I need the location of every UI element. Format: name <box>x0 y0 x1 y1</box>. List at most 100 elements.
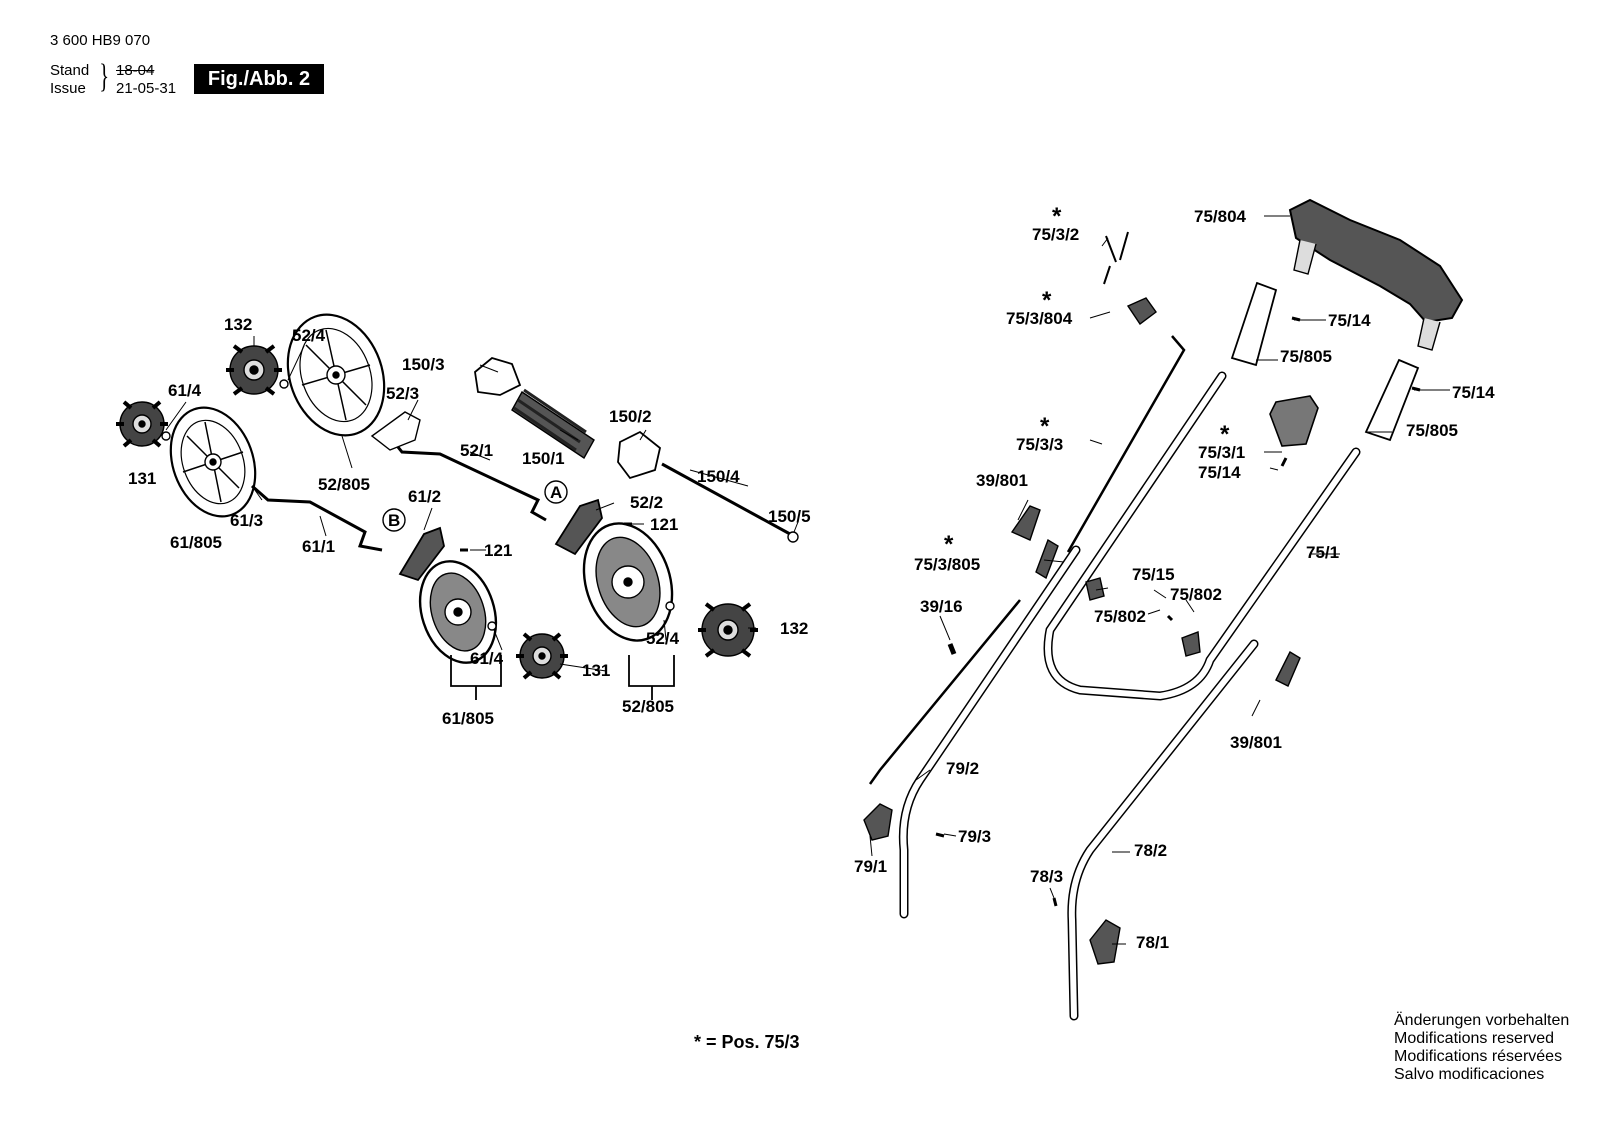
label-61-4-bottom: 61/4 <box>470 649 504 668</box>
star-75-3-2: * <box>1052 203 1062 230</box>
label-79-1: 79/1 <box>854 857 887 876</box>
axle-52-1 <box>384 431 547 522</box>
label-78-3: 78/3 <box>1030 867 1063 886</box>
label-61-3: 61/3 <box>230 511 263 530</box>
modification-note-fr: Modifications réservées <box>1394 1048 1563 1065</box>
label-75-3-1: 75/3/1 <box>1198 443 1245 462</box>
label-150-2: 150/2 <box>609 407 652 426</box>
label-52-1: 52/1 <box>460 441 493 460</box>
new-date: 21-05-31 <box>116 80 177 97</box>
label-61-4: 61/4 <box>168 381 202 400</box>
label-150-3: 150/3 <box>402 355 445 374</box>
label-79-3: 79/3 <box>958 827 991 846</box>
label-39-801-right: 39/801 <box>1230 733 1282 752</box>
figure-label: Fig./Abb. 2 <box>194 64 324 94</box>
label-75-802-right: 75/802 <box>1170 585 1222 604</box>
label-61-805: 61/805 <box>170 533 222 552</box>
cable-guide-75-3-804 <box>1126 297 1157 326</box>
cone-75-3-1 <box>1269 395 1319 447</box>
label-75-14-upper: 75/14 <box>1328 311 1371 330</box>
clip-78-1 <box>1089 919 1121 965</box>
label-39-16: 39/16 <box>920 597 963 616</box>
brace-symbol: } <box>99 58 110 95</box>
issue-label: Issue <box>50 80 86 97</box>
label-150-5: 150/5 <box>768 507 811 526</box>
modification-note-de: Änderungen vorbehalten <box>1394 1012 1570 1029</box>
label-52-4: 52/4 <box>292 326 326 345</box>
clamp-39-801-right <box>1275 651 1301 687</box>
wheel-52-805-top <box>286 313 386 437</box>
axle-61-1 <box>251 484 383 552</box>
label-52-4-bottom: 52/4 <box>646 629 680 648</box>
label-75-14-lower: 75/14 <box>1198 463 1241 482</box>
footnote: * = Pos. 75/3 <box>694 1032 800 1052</box>
stand-label: Stand <box>50 62 90 79</box>
label-52-2: 52/2 <box>630 493 663 512</box>
bracket-52-3 <box>370 411 421 451</box>
roller-bracket-150-3 <box>474 356 522 396</box>
old-date: 18-04 <box>116 62 155 79</box>
handle-75-804 <box>1288 198 1464 324</box>
connector-75-3-805 <box>1035 538 1059 580</box>
label-61-1: 61/1 <box>302 537 335 556</box>
label-150-1: 150/1 <box>522 449 565 468</box>
bracket-52-2 <box>554 498 603 556</box>
hubcap-132-top <box>226 344 282 396</box>
knob-75-802-right <box>1181 631 1201 657</box>
document-number: 3 600 HB9 070 <box>50 32 151 49</box>
wheel-52-805-bottom <box>582 522 674 642</box>
label-61-2: 61/2 <box>408 487 441 506</box>
shaft-150-4 <box>661 462 791 536</box>
label-75-804: 75/804 <box>1194 207 1247 226</box>
label-75-1: 75/1 <box>1306 543 1339 562</box>
label-75-802-left: 75/802 <box>1094 607 1146 626</box>
label-52-805: 52/805 <box>318 475 370 494</box>
label-75-14-right: 75/14 <box>1452 383 1495 402</box>
roller-bracket-150-2 <box>617 430 662 480</box>
callout-b: B <box>388 511 400 530</box>
label-79-2: 79/2 <box>946 759 979 778</box>
sleeve-75-805-lower <box>1364 358 1420 442</box>
label-132-bottom: 132 <box>780 619 808 638</box>
callout-a: A <box>550 483 562 502</box>
wheel-61-805-bottom <box>418 560 498 664</box>
hubcap-131-left <box>116 400 168 448</box>
clamp-39-801-left <box>1010 505 1041 541</box>
label-39-801-left: 39/801 <box>976 471 1028 490</box>
star-75-3-3: * <box>1040 413 1050 440</box>
bracket-61-2 <box>398 526 445 582</box>
hubcap-132-bottom <box>698 602 758 658</box>
label-75-3-804: 75/3/804 <box>1006 309 1073 328</box>
label-121-right: 121 <box>650 515 678 534</box>
label-121-left: 121 <box>484 541 512 560</box>
roller-150-1 <box>511 388 595 460</box>
modification-note-en: Modifications reserved <box>1394 1030 1555 1047</box>
clip-79-1 <box>863 803 893 841</box>
cable-75-3-3 <box>1066 335 1186 553</box>
modification-note-es: Salvo modificaciones <box>1394 1066 1545 1083</box>
label-52-805-bottom: 52/805 <box>622 697 674 716</box>
label-132: 132 <box>224 315 252 334</box>
hubcap-131-bottom <box>516 632 568 680</box>
label-61-805-bottom: 61/805 <box>442 709 494 728</box>
label-75-3-805: 75/3/805 <box>914 555 980 574</box>
label-78-2: 78/2 <box>1134 841 1167 860</box>
label-131-bottom: 131 <box>582 661 610 680</box>
label-75-3-2: 75/3/2 <box>1032 225 1079 244</box>
label-75-3-3: 75/3/3 <box>1016 435 1063 454</box>
wheel-61-805-left <box>169 406 257 518</box>
star-75-3-1: * <box>1220 421 1230 448</box>
knob-75-802-left <box>1085 577 1105 601</box>
label-75-15: 75/15 <box>1132 565 1175 584</box>
label-78-1: 78/1 <box>1136 933 1169 952</box>
label-150-4: 150/4 <box>697 467 740 486</box>
lever-75-3-2 <box>1103 231 1129 285</box>
label-131: 131 <box>128 469 156 488</box>
label-52-3: 52/3 <box>386 384 419 403</box>
label-75-805-upper: 75/805 <box>1280 347 1332 366</box>
sleeve-75-805-upper <box>1230 281 1278 367</box>
star-75-3-804: * <box>1042 287 1052 314</box>
label-75-805-lower: 75/805 <box>1406 421 1458 440</box>
star-75-3-805: * <box>944 531 954 558</box>
